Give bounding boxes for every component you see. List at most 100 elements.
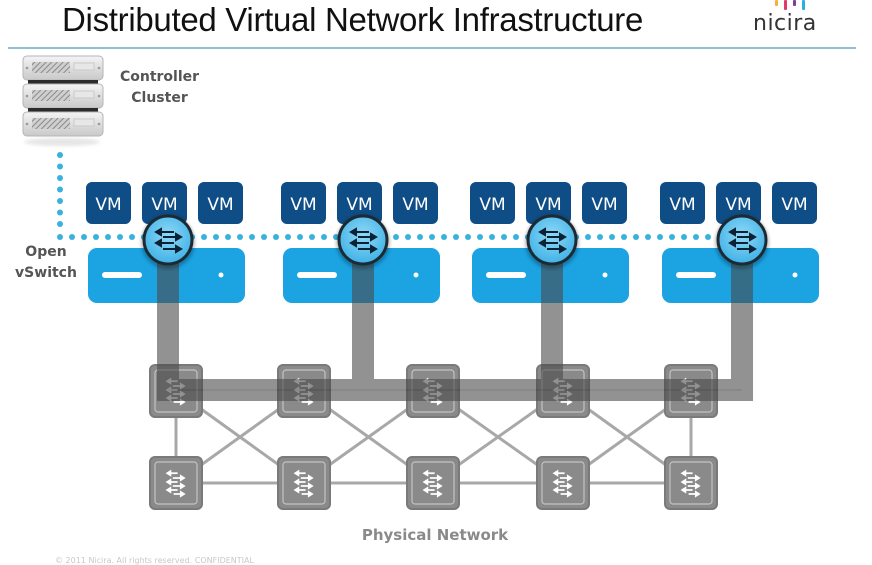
control-dot xyxy=(213,234,219,240)
control-dot xyxy=(57,175,63,181)
control-dot xyxy=(105,234,111,240)
control-dot xyxy=(489,234,495,240)
control-dot xyxy=(453,234,459,240)
server-gap xyxy=(28,80,98,84)
server-slot-icon xyxy=(486,272,526,278)
logo-text: nicira xyxy=(753,11,817,36)
switch-bezel xyxy=(669,461,713,505)
control-dot xyxy=(681,234,687,240)
switch-bezel xyxy=(282,461,326,505)
physical-switch-bottom xyxy=(149,456,203,510)
physical-switch-bottom xyxy=(277,456,331,510)
control-dot xyxy=(321,234,327,240)
vm-label: VM xyxy=(207,195,233,215)
ovs-badge xyxy=(716,214,768,266)
control-dot xyxy=(417,234,423,240)
server-shadow xyxy=(24,138,100,146)
control-dot xyxy=(249,234,255,240)
control-dot xyxy=(297,234,303,240)
control-dot xyxy=(645,234,651,240)
vm-label: VM xyxy=(346,195,372,215)
control-dot xyxy=(57,152,63,158)
vm-label: VM xyxy=(290,195,316,215)
vm-label: VM xyxy=(479,195,505,215)
control-dot xyxy=(669,234,675,240)
switch-bezel xyxy=(154,461,198,505)
control-dot xyxy=(585,234,591,240)
control-dot xyxy=(57,198,63,204)
vm-tile xyxy=(86,182,131,224)
overlay-trunk xyxy=(157,258,753,401)
vm-tile xyxy=(142,182,187,224)
vm-tile xyxy=(281,182,326,224)
vm-box: VM xyxy=(660,182,705,224)
server-unit-icon xyxy=(22,83,104,109)
logo-bar-icon xyxy=(784,0,787,10)
controller-cluster-label: Controller Cluster xyxy=(112,67,207,109)
switch-bezel xyxy=(541,461,585,505)
control-dot xyxy=(69,234,75,240)
vm-tile xyxy=(772,182,817,224)
control-dot xyxy=(705,234,711,240)
controller-label-line1: Controller xyxy=(119,69,200,85)
control-dot xyxy=(57,234,63,240)
switch-body xyxy=(406,456,460,510)
control-dot xyxy=(441,234,447,240)
controller-cluster-icon xyxy=(22,55,104,146)
vm-tile xyxy=(198,182,243,224)
vm-box: VM xyxy=(526,182,571,224)
vm-label: VM xyxy=(591,195,617,215)
ovs-badge xyxy=(142,214,194,266)
server-vent xyxy=(32,118,70,129)
ovs-arrows-icon xyxy=(349,227,378,254)
ovs-badge xyxy=(337,214,389,266)
switch-body xyxy=(536,456,590,510)
control-dot xyxy=(513,234,519,240)
switch-body xyxy=(664,456,718,510)
control-dot xyxy=(81,234,87,240)
control-dot xyxy=(393,234,399,240)
server-led-icon xyxy=(792,272,798,278)
control-dot xyxy=(237,234,243,240)
control-dot xyxy=(429,234,435,240)
vm-label: VM xyxy=(151,195,177,215)
control-dot xyxy=(225,234,231,240)
switch-bezel xyxy=(411,461,455,505)
physical-network-label: Physical Network xyxy=(361,526,509,544)
vm-tile xyxy=(337,182,382,224)
control-dot xyxy=(285,234,291,240)
control-dot xyxy=(657,234,663,240)
vm-box: VM xyxy=(772,182,817,224)
server-slot-icon xyxy=(297,272,337,278)
vm-box: VM xyxy=(470,182,515,224)
copyright-footer: © 2011 Nicira. All rights reserved. CONF… xyxy=(55,556,254,565)
ovs-arrows-icon xyxy=(154,227,183,254)
server-panel xyxy=(73,62,95,71)
vm-label: VM xyxy=(402,195,428,215)
control-dot xyxy=(405,234,411,240)
server-led-icon xyxy=(413,272,419,278)
server-led-icon xyxy=(218,272,224,278)
ovs-label-line2: vSwitch xyxy=(15,265,77,281)
vm-tile xyxy=(393,182,438,224)
vm-box: VM xyxy=(198,182,243,224)
control-dot xyxy=(57,186,63,193)
vm-tile xyxy=(660,182,705,224)
vm-box: VM xyxy=(142,182,187,224)
control-dot xyxy=(93,234,99,240)
open-vswitch-icon xyxy=(525,214,579,269)
vm-tile xyxy=(716,182,761,224)
server-vent xyxy=(32,62,70,73)
slide-title: Distributed Virtual Network Infrastructu… xyxy=(62,1,644,38)
server-unit-icon xyxy=(22,55,104,81)
nicira-logo: nicira xyxy=(753,0,833,40)
server-led-icon xyxy=(602,272,608,278)
control-dot xyxy=(465,234,471,240)
control-dot xyxy=(597,234,603,240)
server-vent xyxy=(32,90,70,101)
open-vswitch-icon xyxy=(336,214,390,269)
title-divider xyxy=(8,47,856,49)
control-dot xyxy=(273,234,279,240)
control-dot xyxy=(57,221,63,227)
